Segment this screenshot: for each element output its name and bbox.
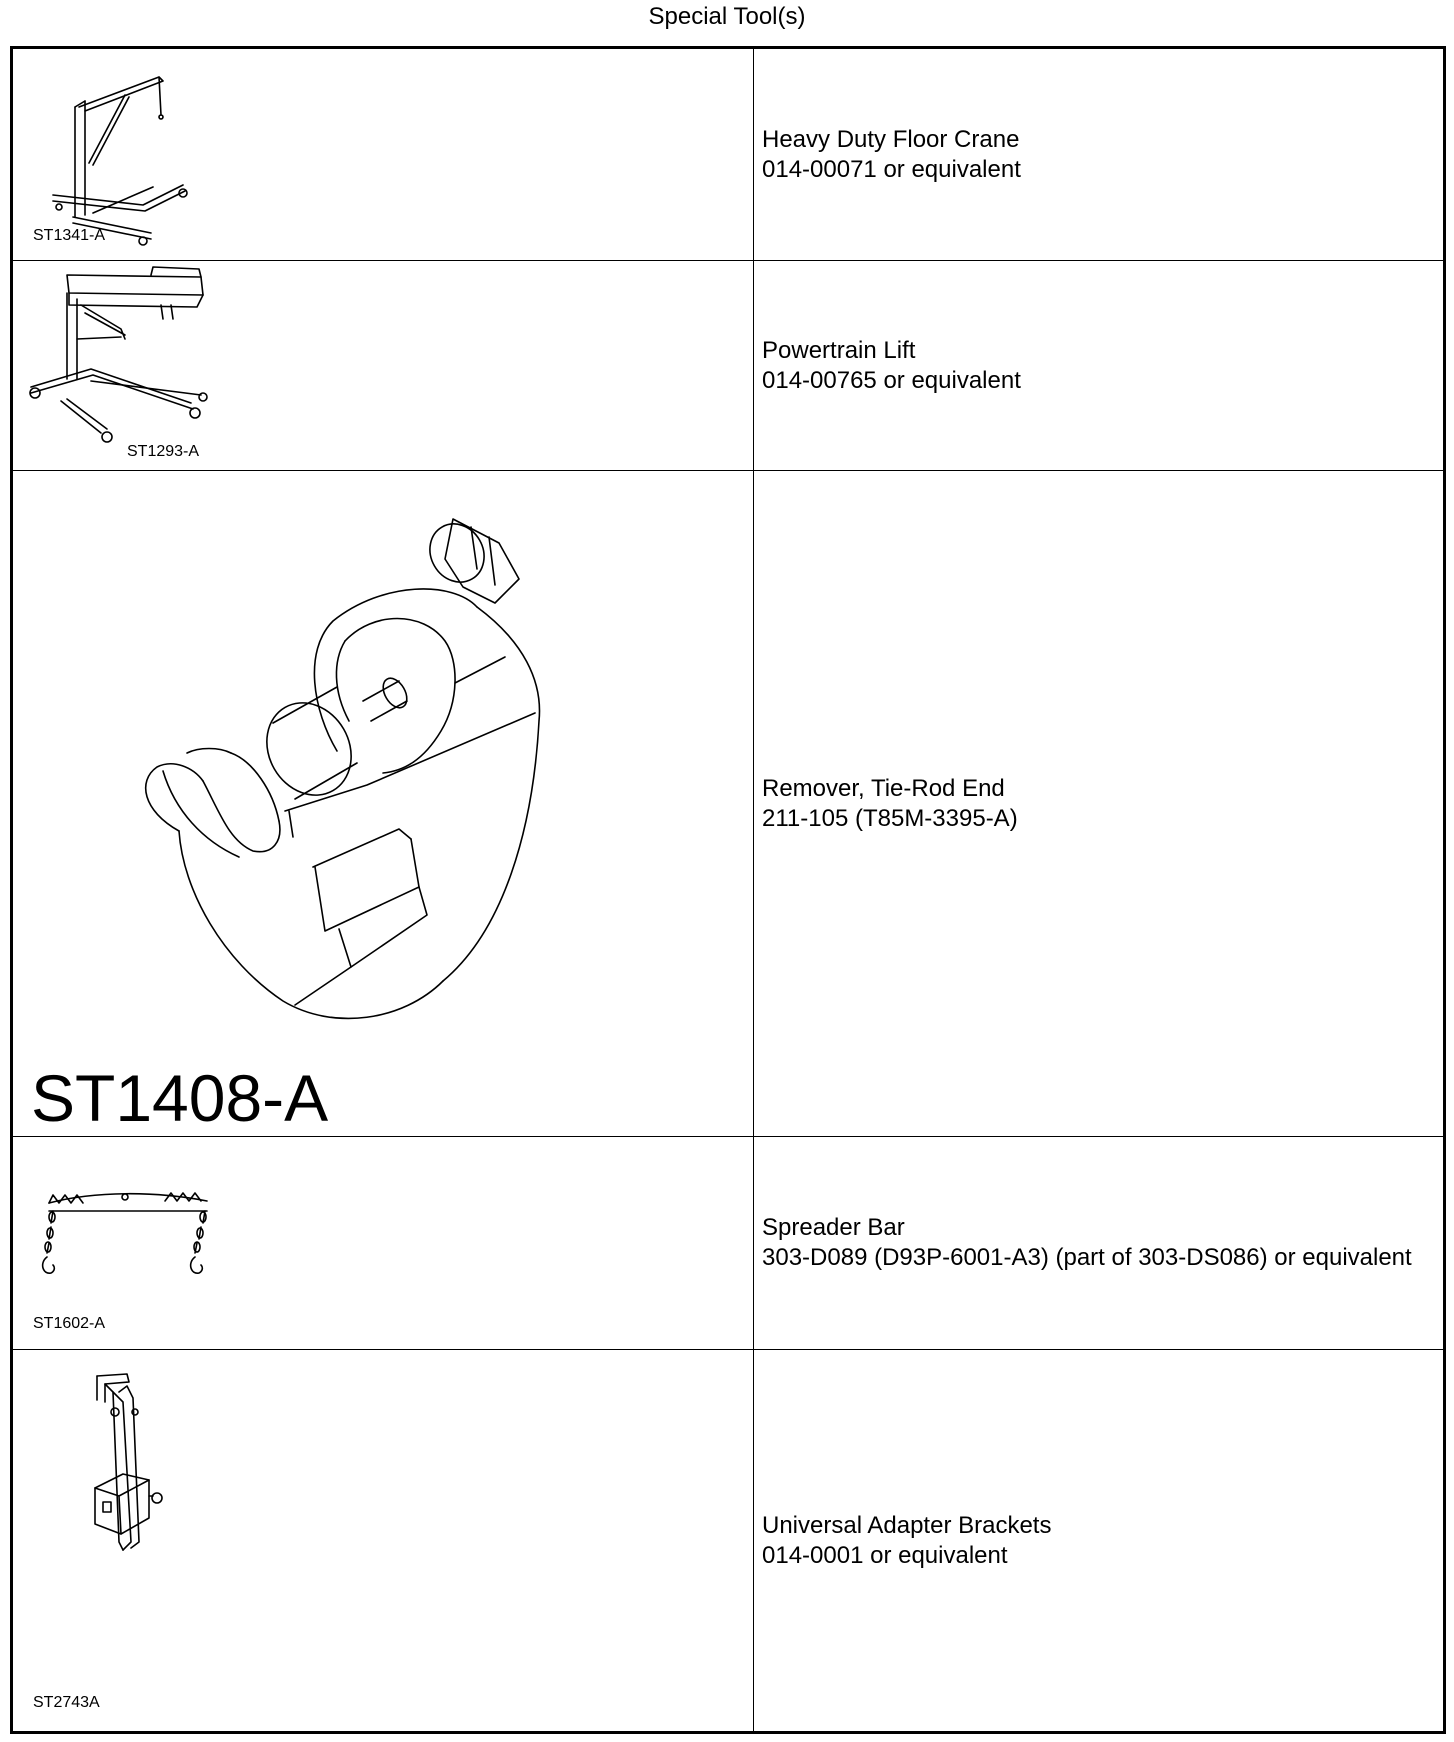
tool-code: ST2743A <box>33 1694 100 1711</box>
page-title: Special Tool(s) <box>648 3 806 30</box>
tool-code: ST1602-A <box>33 1315 106 1332</box>
spreader-bar-icon <box>41 1192 208 1274</box>
powertrain-lift-icon <box>29 266 208 443</box>
adapter-bracket-icon <box>94 1373 163 1551</box>
tool-code: ST1293-A <box>127 443 200 460</box>
tool-name: Universal Adapter Brackets <box>762 1511 1052 1539</box>
tool-code: ST1408-A <box>31 1061 329 1135</box>
tool-row: ST2743A Universal Adapter Brackets 014-0… <box>13 1350 1443 1731</box>
tool-name: Powertrain Lift <box>762 336 916 364</box>
tool-row: ST1602-A Spreader Bar 303-D089 (D93P-600… <box>13 1137 1443 1350</box>
special-tools-table: ST1341-A Heavy Duty Floor Crane 014-0007… <box>10 46 1446 1734</box>
tool-part-number: 211-105 (T85M-3395-A) <box>762 804 1018 832</box>
tool-illustration-cell: ST1293-A <box>13 261 754 470</box>
tool-code: ST1341-A <box>33 227 106 244</box>
tool-part-number: 303-D089 (D93P-6001-A3) (part of 303-DS0… <box>762 1244 1412 1271</box>
tool-part-number: 014-0001 or equivalent <box>762 1541 1008 1569</box>
tool-description-cell: Heavy Duty Floor Crane 014-00071 or equi… <box>755 49 1443 260</box>
tool-description-cell: Spreader Bar 303-D089 (D93P-6001-A3) (pa… <box>755 1137 1443 1349</box>
tool-illustration-cell: ST1341-A <box>13 49 754 260</box>
tool-row: ST1408-A Remover, Tie-Rod End 211-105 (T… <box>13 471 1443 1137</box>
tool-illustration-cell: ST1408-A <box>13 471 754 1136</box>
tool-row: ST1341-A Heavy Duty Floor Crane 014-0007… <box>13 49 1443 261</box>
tool-description-cell: Universal Adapter Brackets 014-0001 or e… <box>755 1350 1443 1731</box>
tool-name: Spreader Bar <box>762 1214 905 1241</box>
tie-rod-remover-icon <box>144 518 541 1020</box>
tool-name: Heavy Duty Floor Crane <box>762 125 1020 153</box>
tool-name: Remover, Tie-Rod End <box>762 774 1005 802</box>
tool-part-number: 014-00765 or equivalent <box>762 366 1021 394</box>
floor-crane-icon <box>52 76 188 246</box>
tool-row: ST1293-A Powertrain Lift 014-00765 or eq… <box>13 261 1443 471</box>
tool-illustration-cell: ST1602-A <box>13 1137 754 1349</box>
tool-description-cell: Powertrain Lift 014-00765 or equivalent <box>755 261 1443 470</box>
tool-illustration-cell: ST2743A <box>13 1350 754 1731</box>
tool-part-number: 014-00071 or equivalent <box>762 155 1021 183</box>
tool-description-cell: Remover, Tie-Rod End 211-105 (T85M-3395-… <box>755 471 1443 1136</box>
